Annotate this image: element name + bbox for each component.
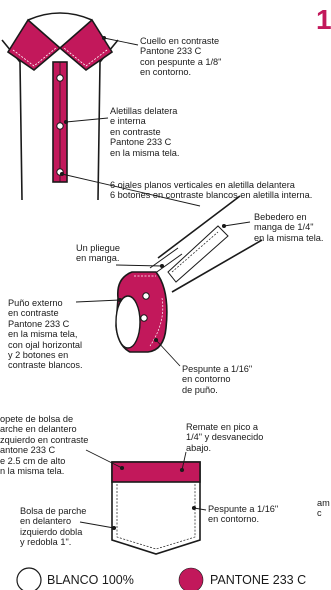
- pocket-peak-annotation: Remate en pico a 1/4" y desvanecido abaj…: [186, 422, 264, 453]
- placket-annotation: Aletillas delatera e interna en contrast…: [110, 106, 180, 158]
- white-swatch-icon: [16, 567, 42, 590]
- magenta-swatch-icon: [178, 567, 204, 590]
- page-number: 1: [316, 4, 331, 35]
- collar-annotation: Cuello en contraste Pantone 233 C con pe…: [140, 36, 222, 78]
- pleat-annotation: Un pliegue en manga.: [76, 243, 120, 264]
- collar-drawing: [1, 12, 119, 201]
- cuff-annotation: Puño externo en contraste Pantone 233 C …: [8, 298, 83, 371]
- sleeve-pointers: [75, 221, 251, 367]
- collar-pointers: [59, 35, 201, 207]
- edge-text-fragment: am c: [317, 498, 330, 519]
- pocket-body-annotation: Bolsa de parche en delantero izquierdo d…: [20, 506, 87, 548]
- pocket-stitch-annotation: Pespunte a 1/16" en contorno.: [208, 504, 279, 525]
- pocket-flap-annotation: opete de bolsa de arche en delantero zqu…: [0, 414, 89, 477]
- buttonholes-annotation: 6 ojales planos verticales en aletilla d…: [110, 180, 313, 201]
- gauntlet-annotation: Bebedero en manga de 1/4" en la misma te…: [254, 212, 324, 243]
- cuff-stitch-annotation: Pespunte a 1/16" en contorno de puño.: [182, 364, 253, 395]
- legend-white-label: BLANCO 100%: [47, 573, 134, 587]
- legend-pantone-label: PANTONE 233 C: [210, 573, 307, 587]
- pocket-pointers: [79, 449, 207, 531]
- pocket-drawing: [111, 461, 201, 555]
- cuff-buttons: [140, 292, 150, 322]
- sleeve-drawing: [115, 195, 263, 353]
- placket-buttons: [56, 74, 64, 176]
